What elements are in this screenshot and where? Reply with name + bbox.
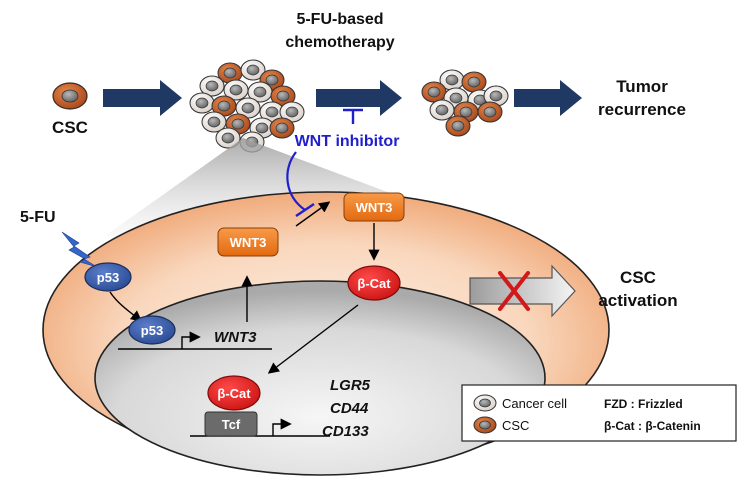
- legend-box: [461, 384, 737, 442]
- tcf-label: Tcf: [222, 417, 241, 432]
- csc-cell: [445, 115, 471, 137]
- arrow-to-tumor: [103, 80, 182, 116]
- outcome-line1: CSC: [620, 268, 656, 287]
- cancer-cell: [247, 81, 273, 103]
- cancer-cell: [483, 85, 509, 107]
- p53-nuclear-label: p53: [141, 323, 163, 338]
- csc-cell: [269, 117, 295, 139]
- legend-bcat: β-Cat : β-Catenin: [604, 419, 701, 433]
- legend-csc-label: CSC: [502, 418, 529, 433]
- arrow-to-residual: [316, 80, 402, 116]
- legend-cancer-cell-icon: [473, 394, 497, 412]
- cancer-cell: [259, 101, 285, 123]
- outcome-line2: activation: [598, 291, 677, 310]
- wnt3-cytoplasm-label: WNT3: [230, 235, 267, 250]
- wnt3-secreted-box: [343, 192, 405, 222]
- tumor-label-line2: recurrence: [598, 100, 686, 119]
- cancer-cell: [189, 92, 215, 114]
- csc-activation-arrow: [469, 264, 576, 318]
- csc-cell: [211, 95, 237, 117]
- cancer-cell: [201, 111, 227, 133]
- bcat-nuclear-node: [207, 375, 261, 411]
- legend-fzd: FZD : Frizzled: [604, 397, 683, 411]
- cancer-cell: [223, 79, 249, 101]
- target-gene-lgr5: LGR5: [330, 377, 371, 394]
- bcat-cytoplasm-node: [347, 265, 401, 301]
- legend-csc-icon: [473, 416, 497, 434]
- five-fu-label: 5-FU: [20, 209, 56, 226]
- chemo-label-line1: 5-FU-based: [296, 11, 383, 28]
- csc-cell: [477, 101, 503, 123]
- tss-arrow-wnt3: [181, 331, 201, 349]
- tumor-label-line1: Tumor: [616, 77, 668, 96]
- csc-cell: [453, 101, 479, 123]
- tumor-cluster: [189, 59, 305, 153]
- cancer-cell: [235, 97, 261, 119]
- csc-cell: [270, 85, 296, 107]
- inhibitor-curve: [286, 151, 306, 211]
- target-gene-cd133: CD133: [322, 423, 369, 440]
- wnt3-cytoplasm-box: [217, 227, 279, 257]
- arrow-p53-translocation: [109, 291, 143, 322]
- residual-cluster: [421, 69, 509, 137]
- inhibitor-tbar-top: [343, 108, 363, 124]
- chemo-label-line2: chemotherapy: [285, 34, 394, 51]
- tss-arrow-targets: [272, 418, 292, 436]
- p53-cytoplasm-label: p53: [97, 270, 119, 285]
- p53-nuclear-node: [128, 315, 176, 345]
- legend-cancer-cell-label: Cancer cell: [502, 396, 567, 411]
- wnt3-gene-label: WNT3: [214, 329, 257, 346]
- wnt3-secreted-label: WNT3: [356, 200, 393, 215]
- csc-cell: [421, 81, 447, 103]
- cancer-cell: [240, 59, 266, 81]
- tcf-box: [204, 411, 258, 437]
- top-csc-cell: [52, 82, 88, 110]
- arrow-to-recurrence: [514, 80, 582, 116]
- target-gene-cd44: CD44: [330, 400, 369, 417]
- wnt-inhibitor-label: WNT inhibitor: [295, 133, 400, 150]
- arrow-bcat-translocation: [267, 304, 359, 374]
- block-x-icon: [498, 271, 530, 311]
- bcat-cytoplasm-label: β-Cat: [357, 276, 391, 291]
- inhibitor-tbar-cell: [295, 203, 315, 217]
- cancer-cell: [429, 99, 455, 121]
- cancer-cell: [215, 127, 241, 149]
- bcat-nuclear-label: β-Cat: [217, 386, 251, 401]
- top-csc-label: CSC: [52, 118, 88, 137]
- csc-cell: [461, 71, 487, 93]
- p53-cytoplasm-node: [84, 262, 132, 292]
- cancer-cell: [199, 75, 225, 97]
- arrow-wnt3-secretion: [295, 201, 331, 227]
- nucleus: [94, 280, 546, 476]
